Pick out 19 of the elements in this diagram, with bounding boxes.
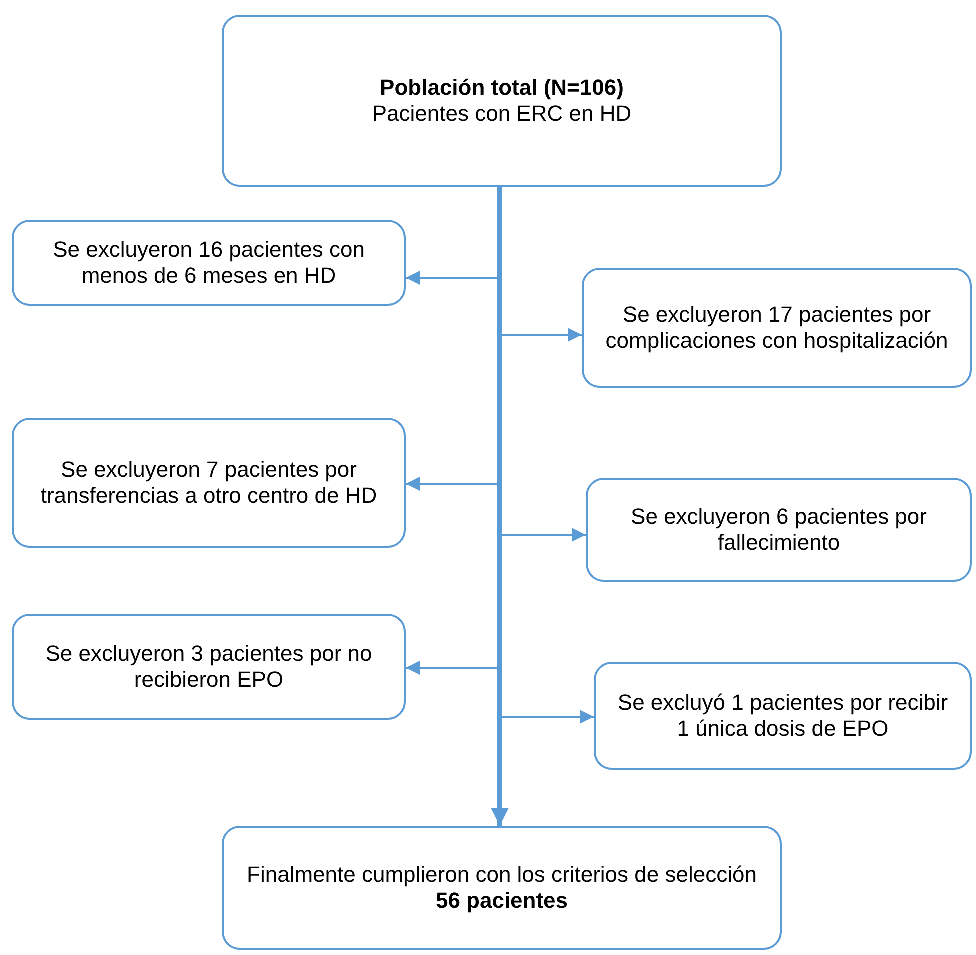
box-text: Se excluyeron 6 pacientes por fallecimiento (630, 504, 928, 556)
box-text: Se excluyeron 16 pacientes con menos de 6 meses en HD (52, 236, 366, 290)
box-text: Se excluyeron 17 pacientes por complicaciones con hospitalización (604, 302, 950, 354)
process-box (582, 268, 972, 388)
box-text: Pacientes con ERC en HD (372, 101, 632, 128)
process-box (222, 826, 782, 950)
process-box (12, 614, 406, 720)
box-text: Se excluyeron 7 pacientes por transferencias a otro centro de HD (40, 456, 378, 510)
box-text: Se excluyeron 3 pacientes por no recibieron EPO (44, 640, 374, 694)
process-box (12, 418, 406, 548)
process-box (12, 220, 406, 306)
box-text: Se excluyó 1 pacientes por recibir 1 única dosis de EPO (616, 690, 950, 742)
process-box (594, 662, 972, 770)
box-text: Finalmente cumplieron con los criterios de selección (247, 862, 757, 888)
process-box (222, 15, 782, 187)
box-heading: 56 pacientes (436, 888, 568, 914)
box-heading: Población total (N=106) (380, 74, 624, 101)
process-box (586, 478, 972, 582)
arrow (491, 187, 509, 826)
